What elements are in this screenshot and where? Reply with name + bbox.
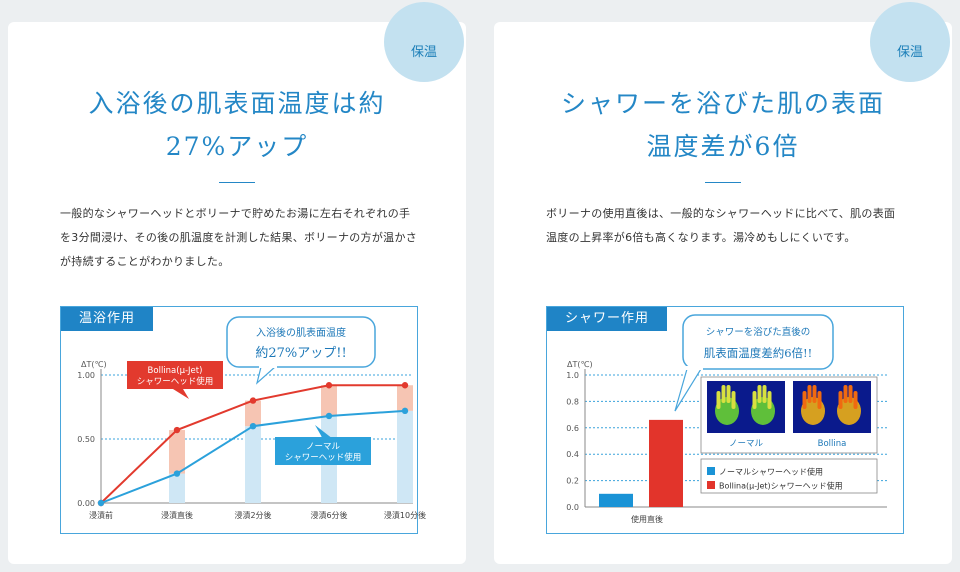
callout-bubble <box>682 314 834 370</box>
data-point <box>325 382 333 389</box>
series-label-box <box>127 361 223 389</box>
y-axis-label: ΔT(℃) <box>81 360 107 369</box>
difference-bar-gap <box>169 430 185 474</box>
thermal-hand-finger <box>843 385 848 403</box>
data-point <box>173 470 181 477</box>
bar <box>599 493 633 507</box>
thermal-hand-finger <box>838 391 843 409</box>
thermal-hand-finger <box>721 385 726 403</box>
data-point <box>325 412 333 420</box>
difference-bar-base <box>169 473 185 503</box>
thermal-hand-finger <box>802 391 807 409</box>
series-label-pointer <box>315 425 333 439</box>
thermal-hand-finger <box>853 391 858 409</box>
data-point <box>401 407 409 415</box>
series-label-box <box>275 437 371 465</box>
card-shower: 保温 シャワーを浴びた肌の表面 温度差が6倍 ボリーナの使用直後は、一般的なシャ… <box>494 2 952 564</box>
y-tick-label: 0.4 <box>566 450 579 459</box>
card-description: ボリーナの使用直後は、一般的なシャワーヘッドに比べて、肌の表面温度の上昇率が6倍… <box>546 207 896 244</box>
title-divider <box>219 182 255 183</box>
title-divider <box>705 182 741 183</box>
callout-line: 約27%アップ!! <box>255 346 346 361</box>
series-label-line: シャワーヘッド使用 <box>285 452 362 463</box>
y-tick-label: 0.6 <box>566 424 579 433</box>
title-line-2: 27%アップ <box>165 132 309 161</box>
card-warm-bath: 保温 入浴後の肌表面温度は約 27%アップ 一般的なシャワーヘッドとボリーナで貯… <box>8 2 466 564</box>
thermal-hand-finger <box>752 391 757 409</box>
legend-swatch <box>707 481 715 489</box>
series-label-line: ノーマル <box>306 442 341 452</box>
y-tick-label: 0.0 <box>566 503 579 512</box>
callout-line: 肌表面温度差約6倍!! <box>704 346 813 360</box>
panel-tag: シャワー作用 <box>547 307 668 331</box>
y-axis-label: ΔT(℃) <box>567 360 593 369</box>
data-point <box>173 426 181 434</box>
y-tick-label: 0.8 <box>566 397 579 406</box>
difference-bar-gap <box>321 385 337 416</box>
thermal-hand-finger <box>817 391 822 409</box>
panel-tag: 温浴作用 <box>61 307 154 331</box>
callout-pointer <box>255 366 277 385</box>
series-label-pointer <box>173 389 189 399</box>
thermal-image-label: ノーマル <box>729 439 764 449</box>
card-description: 一般的なシャワーヘッドとボリーナで貯めたお湯に左右それぞれの手を3分間浸け、その… <box>60 207 418 268</box>
card-title: 入浴後の肌表面温度は約 27%アップ <box>8 82 466 168</box>
x-tick-label: 使用直後 <box>631 514 663 524</box>
thermal-hand-finger <box>807 385 812 403</box>
chart-panel-warm-bath: 0.00 0.50 1.00 ΔT(℃) 浸漬前 浸漬直後 浸漬2分後 浸漬6分後 浸漬10分後… <box>60 306 426 534</box>
card-title: シャワーを浴びた肌の表面 温度差が6倍 <box>494 82 952 168</box>
title-line-2: 温度差が6倍 <box>646 132 800 161</box>
chart-panel-shower: 0.0 0.2 0.4 0.6 0.8 1.0 ΔT(℃) 使用直後 シャワーを浴びた直後の肌表… <box>546 306 904 534</box>
thermal-hand-finger <box>716 391 721 409</box>
thermal-hand-finger <box>812 385 817 403</box>
callout-joint <box>259 364 277 368</box>
legend-swatch <box>707 467 715 475</box>
title-line-1: 入浴後の肌表面温度は約 <box>88 89 386 118</box>
series-label-line: シャワーヘッド使用 <box>137 376 214 387</box>
thermal-hand-finger <box>848 385 853 403</box>
difference-bar-base <box>245 426 261 503</box>
bar <box>649 419 683 507</box>
callout-line: シャワーを浴びた直後の <box>706 326 811 338</box>
callout-line: 入浴後の肌表面温度 <box>256 326 346 339</box>
bar-chart: 0.0 0.2 0.4 0.6 0.8 1.0 ΔT(℃) 使用直後 シャワーを浴びた直後の肌表… <box>566 314 887 524</box>
data-point <box>249 423 257 430</box>
thermal-hand-finger <box>726 385 731 403</box>
thermal-hand-finger <box>757 385 762 403</box>
y-tick-label: 1.0 <box>566 371 579 380</box>
data-point <box>249 397 257 404</box>
thermal-hand-finger <box>767 391 772 409</box>
y-tick-label: 0.50 <box>77 435 95 444</box>
y-tick-label: 0.00 <box>77 499 95 508</box>
title-line-1: シャワーを浴びた肌の表面 <box>560 89 885 118</box>
x-tick-label: 浸漬10分後 <box>384 510 426 520</box>
x-tick-label: 浸漬直後 <box>161 510 193 520</box>
y-tick-label: 1.00 <box>77 371 95 380</box>
thermal-hand-finger <box>762 385 767 403</box>
legend-box <box>700 458 878 494</box>
x-tick-label: 浸漬6分後 <box>310 510 347 520</box>
x-tick-label: 浸漬前 <box>89 510 113 520</box>
difference-bar-base <box>397 410 413 503</box>
thermal-image-label: Bollina <box>818 439 847 449</box>
data-point <box>97 499 105 507</box>
badge-keep-warm: 保温 <box>870 2 950 82</box>
x-tick-label: 浸漬2分後 <box>234 510 271 520</box>
data-point <box>401 382 409 389</box>
thermal-hand-finger <box>731 391 736 409</box>
legend-label: Bollina(μ-Jet)シャワーヘッド使用 <box>719 481 843 491</box>
difference-bar-gap <box>245 400 261 427</box>
callout-joint <box>686 366 703 370</box>
difference-bar-gap <box>397 385 413 411</box>
series-label-line: Bollina(μ-Jet) <box>148 366 203 376</box>
line-chart: 0.00 0.50 1.00 ΔT(℃) 浸漬前 浸漬直後 浸漬2分後 浸漬6分後 浸漬10分後… <box>77 316 426 520</box>
callout-bubble <box>226 316 376 368</box>
badge-keep-warm: 保温 <box>384 2 464 82</box>
legend-label: ノーマルシャワーヘッド使用 <box>719 467 823 477</box>
y-tick-label: 0.2 <box>566 477 579 486</box>
